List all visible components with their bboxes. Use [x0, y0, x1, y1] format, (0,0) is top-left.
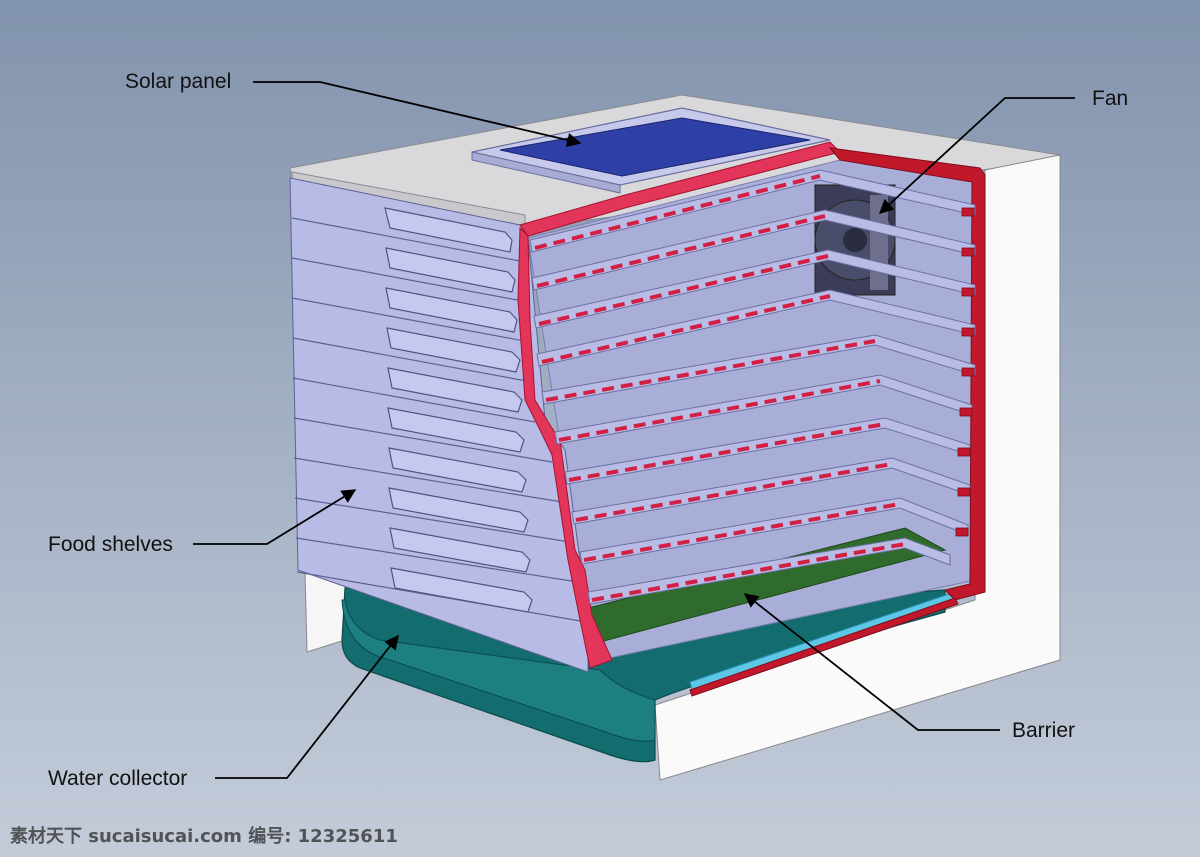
label-barrier: Barrier	[1012, 719, 1076, 742]
section-cut-bottom	[689, 597, 959, 697]
leader-fan	[878, 97, 1075, 214]
shelf-slats	[529, 169, 976, 605]
shelf-slat-cuts	[534, 174, 906, 602]
section-cut-left-edge	[517, 226, 613, 669]
leader-solar-panel	[253, 81, 582, 148]
section-cut-right	[828, 147, 986, 601]
shelf-rails-right	[955, 207, 975, 537]
label-fan: Fan	[1092, 87, 1129, 110]
label-food-shelves: Food shelves	[48, 533, 173, 556]
water-collector-front	[341, 599, 656, 742]
solar-panel	[471, 107, 831, 194]
fan-icon	[814, 184, 896, 296]
label-water-collector: Water collector	[48, 767, 188, 790]
label-solar-panel: Solar panel	[125, 70, 232, 93]
leader-barrier	[743, 593, 1000, 731]
housing-right-wall	[654, 154, 1061, 781]
food-shelves-front	[289, 177, 589, 673]
watermark: 素材天下 sucaisucai.com 编号: 12325611	[10, 826, 398, 847]
leader-water-collector	[215, 634, 399, 779]
leader-food-shelves	[193, 489, 357, 545]
